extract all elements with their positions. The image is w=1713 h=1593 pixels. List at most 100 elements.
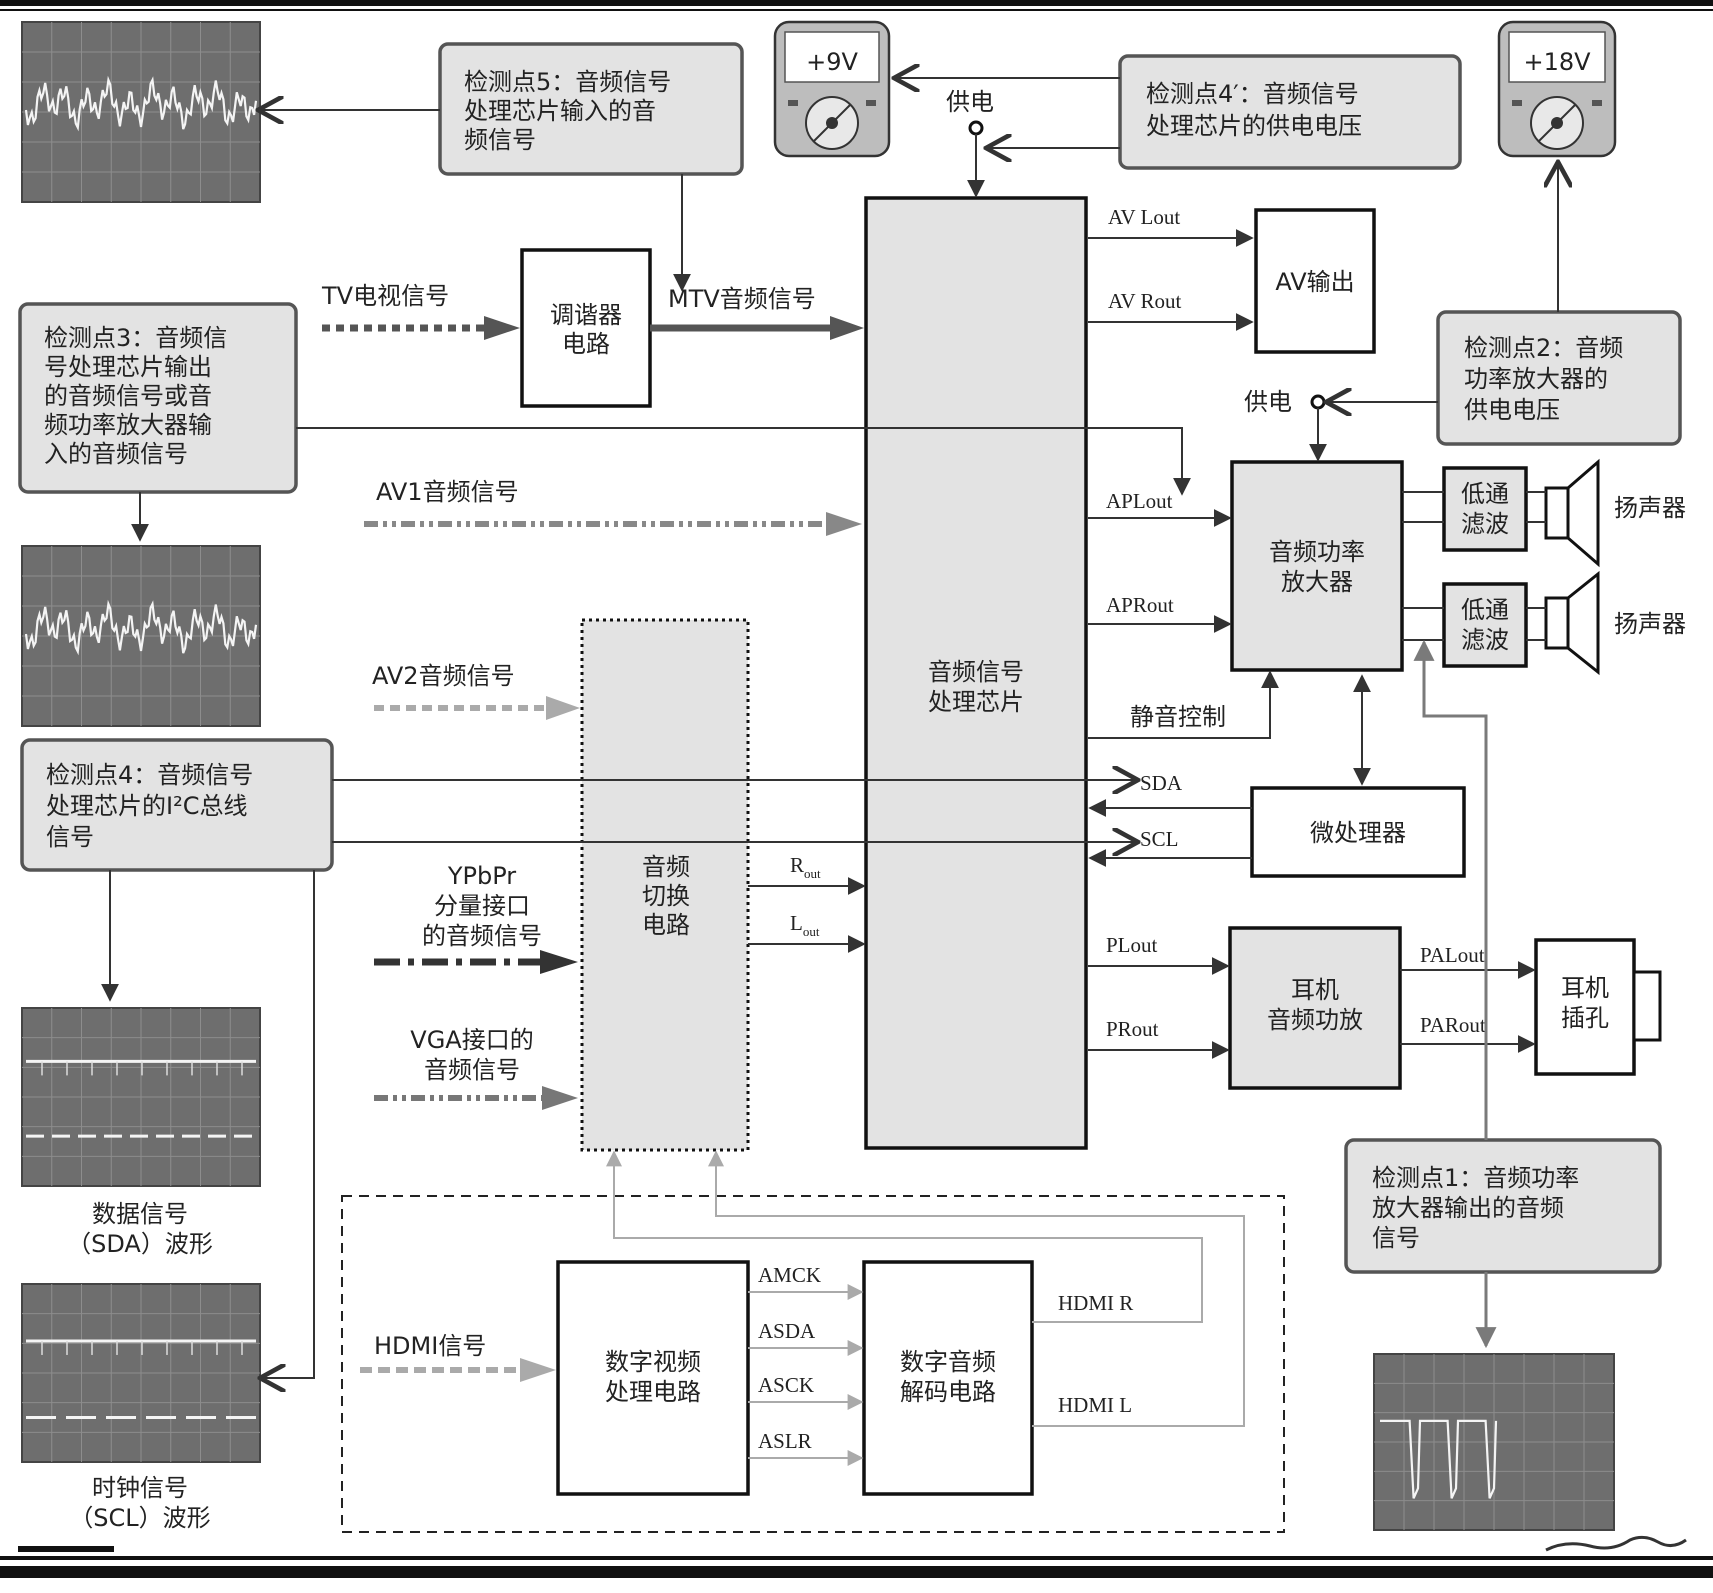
amck-label: AMCK xyxy=(758,1263,821,1287)
top-frame-bar xyxy=(0,0,1713,6)
sda-caption-1: 数据信号 xyxy=(92,1200,188,1228)
meter-9v-label: +9V xyxy=(806,48,858,76)
ypbpr-label-3: 的音频信号 xyxy=(422,922,542,950)
audio-switch-label-1: 音频 xyxy=(642,853,690,881)
headphone-amp-block xyxy=(1228,926,1402,1090)
lowpass-filter-2 xyxy=(1442,582,1528,668)
test-point-3-line-4: 频功率放大器输 xyxy=(44,411,212,439)
power-amp-label-1: 音频功率 xyxy=(1269,538,1365,566)
lowpass-1-label-2: 滤波 xyxy=(1461,510,1509,538)
test-point-3-line-2: 号处理芯片输出 xyxy=(44,353,212,381)
test-point-3-line-1: 检测点3：音频信 xyxy=(44,324,227,352)
aplout-label: APLout xyxy=(1106,489,1173,513)
oscilloscope-tp5 xyxy=(21,21,261,203)
top-frame-line xyxy=(0,9,1713,11)
asck-label: ASCK xyxy=(758,1373,814,1397)
plout-label: PLout xyxy=(1106,933,1158,957)
digital-audio-label-1: 数字音频 xyxy=(900,1348,996,1376)
rout-sub: out xyxy=(804,866,821,881)
prout-label: PRout xyxy=(1106,1017,1159,1041)
test-point-1-line-1: 检测点1：音频功率 xyxy=(1372,1164,1579,1192)
ypbpr-label-2: 分量接口 xyxy=(434,892,530,920)
oscilloscope-tp1 xyxy=(1373,1353,1615,1531)
mtv-signal-label: MTV音频信号 xyxy=(668,285,816,313)
power-label-1: 供电 xyxy=(946,88,994,116)
av-output-block xyxy=(1254,208,1376,354)
audio-chip-label-1: 音频信号 xyxy=(928,658,1024,686)
vga-label-2: 音频信号 xyxy=(424,1056,520,1084)
av2-signal-label: AV2音频信号 xyxy=(372,662,515,690)
parout-label: PARout xyxy=(1420,1013,1486,1037)
audio-chip-block xyxy=(864,196,1088,1150)
palout-label: PALout xyxy=(1420,943,1485,967)
test-point-4p-line-1: 检测点4′：音频信号 xyxy=(1146,80,1359,108)
test-point-3-line-5: 入的音频信号 xyxy=(44,440,188,468)
test-point-4-line-1: 检测点4：音频信号 xyxy=(46,761,253,789)
mute-control-label: 静音控制 xyxy=(1130,703,1226,731)
power-amp-block xyxy=(1230,460,1404,672)
digital-audio-label-2: 解码电路 xyxy=(900,1378,996,1406)
digital-video-label-1: 数字视频 xyxy=(605,1348,701,1376)
audio-chip-label-2: 处理芯片 xyxy=(928,688,1024,716)
headphone-jack-label-2: 插孔 xyxy=(1561,1004,1609,1032)
oscilloscope-scl xyxy=(21,1283,261,1463)
audio-switch-block xyxy=(580,618,750,1152)
speaker-1-label: 扬声器 xyxy=(1614,494,1686,522)
digital-audio-decoder-block xyxy=(862,1260,1034,1496)
audio-switch-label-3: 电路 xyxy=(642,911,690,939)
scl-caption-1: 时钟信号 xyxy=(92,1474,188,1502)
audio-switch-label-2: 切换 xyxy=(642,882,690,910)
sda-caption-2: （SDA）波形 xyxy=(67,1230,213,1258)
test-point-1-box xyxy=(1344,1138,1662,1274)
test-point-5-line-3: 频信号 xyxy=(464,126,536,154)
test-point-4-box xyxy=(20,738,334,872)
test-point-2-line-1: 检测点2：音频 xyxy=(1464,334,1623,362)
digital-video-block xyxy=(556,1260,750,1496)
speaker-2-label: 扬声器 xyxy=(1614,610,1686,638)
test-point-3-box xyxy=(18,302,298,494)
asda-label: ASDA xyxy=(758,1319,816,1343)
hdmi-l-label: HDMI L xyxy=(1058,1393,1132,1417)
lout-sub: out xyxy=(803,924,820,939)
av-rout-label: AV Rout xyxy=(1108,289,1182,313)
test-point-2-line-2: 功率放大器的 xyxy=(1464,365,1608,393)
lowpass-filter-1 xyxy=(1442,466,1528,552)
test-point-4p-box xyxy=(1118,54,1462,170)
aprout-label: APRout xyxy=(1106,593,1174,617)
meter-9v: +9V xyxy=(773,20,891,158)
headphone-jack-label-1: 耳机 xyxy=(1561,974,1609,1002)
tuner-label-2: 电路 xyxy=(562,330,610,358)
test-point-2-line-3: 供电电压 xyxy=(1464,396,1560,424)
test-point-5-line-1: 检测点5：音频信号 xyxy=(464,68,671,96)
headphone-amp-label-1: 耳机 xyxy=(1291,976,1339,1004)
power-terminal-1 xyxy=(968,120,984,136)
headphone-amp-label-2: 音频功放 xyxy=(1267,1006,1363,1034)
scl-label: SCL xyxy=(1140,827,1179,851)
av-lout-label: AV Lout xyxy=(1108,205,1180,229)
test-point-1-line-3: 信号 xyxy=(1372,1224,1420,1252)
lowpass-1-label-1: 低通 xyxy=(1461,480,1509,508)
power-label-2: 供电 xyxy=(1244,388,1292,416)
bottom-mark xyxy=(18,1546,114,1552)
test-point-4p-line-2: 处理芯片的供电电压 xyxy=(1146,112,1362,140)
tuner-label-1: 调谐器 xyxy=(550,301,622,329)
oscilloscope-tp3 xyxy=(21,545,261,727)
scribble-decoration xyxy=(1545,1535,1687,1552)
bottom-frame-line xyxy=(0,1556,1713,1560)
speaker-icon xyxy=(1544,570,1600,676)
lout-label: Lout xyxy=(790,911,820,939)
hdmi-r-label: HDMI R xyxy=(1058,1291,1133,1315)
oscilloscope-sda xyxy=(21,1007,261,1187)
test-point-3-line-3: 的音频信号或音 xyxy=(44,382,212,410)
bottom-frame-bar xyxy=(0,1566,1713,1578)
hdmi-section-border xyxy=(341,1195,1285,1533)
microprocessor-label: 微处理器 xyxy=(1310,819,1406,847)
hdmi-signal-label: HDMI信号 xyxy=(374,1332,486,1360)
ypbpr-label-1: YPbPr xyxy=(447,862,516,890)
rout-main: R xyxy=(790,853,804,877)
tv-signal-label: TV电视信号 xyxy=(321,282,449,310)
lowpass-2-label-1: 低通 xyxy=(1461,596,1509,624)
vga-label-1: VGA接口的 xyxy=(410,1026,533,1054)
